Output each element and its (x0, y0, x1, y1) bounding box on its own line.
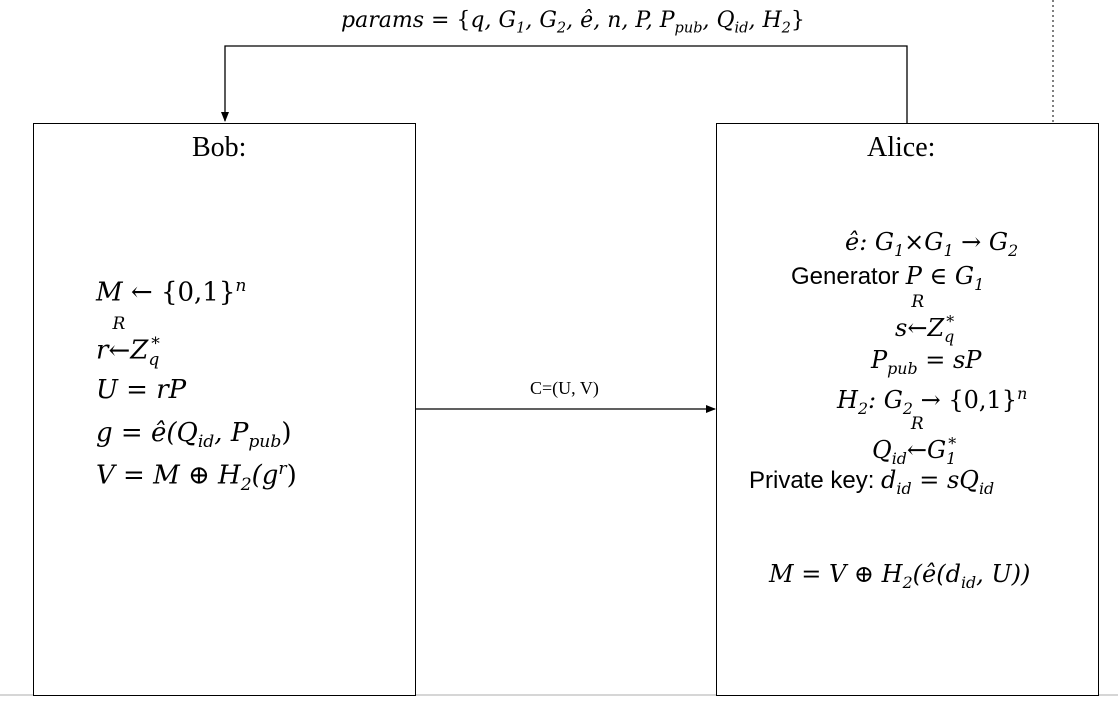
bob-title: Bob: (192, 132, 247, 163)
alice-line-generator: Generator P ∈ G1 (791, 262, 985, 294)
params-equation: params = {q, G1, G2, ê, n, P, Ppub, Qid,… (341, 8, 805, 37)
bob-line-v: V = M ⊕ H2(gr) (96, 459, 297, 495)
bob-line-message: M ← {0,1}n (96, 276, 247, 308)
ciphertext-label: C=(U, V) (530, 378, 599, 398)
alice-title: Alice: (867, 132, 936, 163)
alice-line-pairing: ê: G1×G1 → G2 (845, 228, 1019, 260)
bob-line-g: g = ê(Qid, Ppub) (96, 418, 292, 453)
alice-line-private-key: Private key: did = sQid (749, 466, 995, 498)
params-lhs: params (341, 8, 424, 33)
params-arrow (221, 45, 908, 123)
bob-line-u: U = rP (96, 375, 187, 405)
alice-line-decrypt: M = V ⊕ H2(ê(did, U)) (769, 560, 1031, 592)
alice-line-hash: H2: G2 → {0,1}n (837, 384, 1028, 418)
alice-line-ppub: Ppub = sP (871, 346, 982, 378)
